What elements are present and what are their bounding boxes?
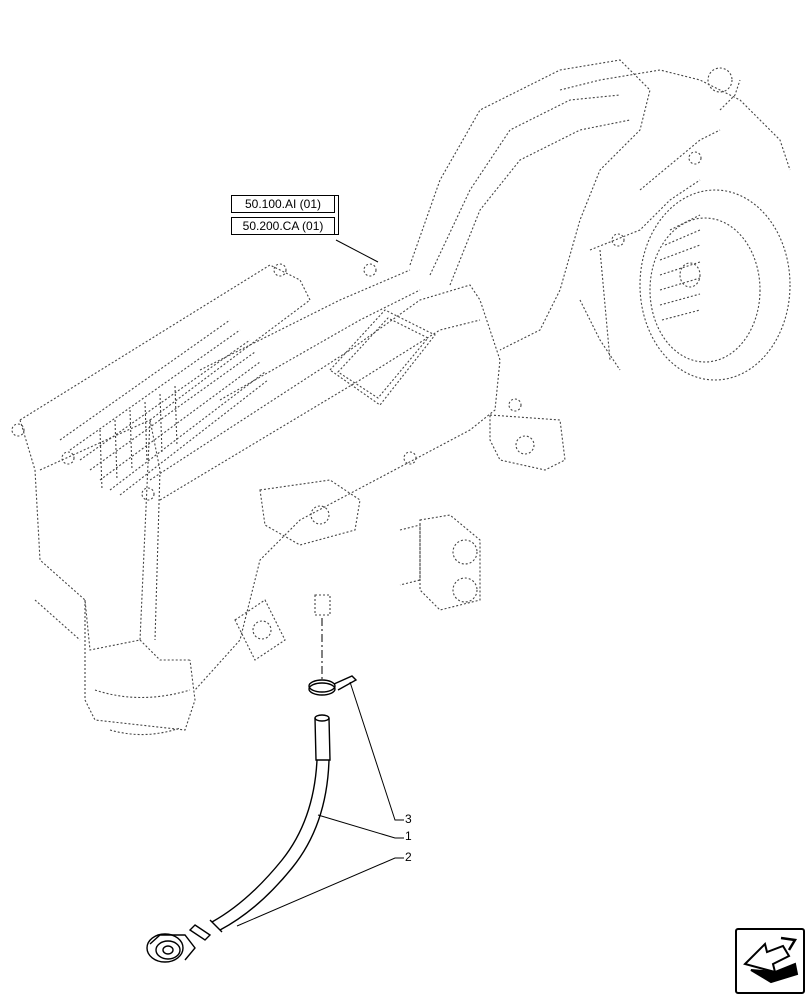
hose-clip-item-3 (308, 675, 358, 696)
page-navigation-button[interactable] (735, 928, 805, 994)
drain-hose-item-1 (188, 714, 331, 941)
page-navigation-arrow-icon (743, 936, 799, 984)
reference-link-50-200-ca[interactable]: 50.200.CA (01) (231, 217, 335, 235)
callout-leaders (236, 239, 404, 927)
drain-grommet-item-2 (146, 933, 196, 963)
callout-item-3: 3 (405, 812, 412, 826)
callout-item-1: 1 (405, 829, 412, 843)
hvac-housing-ghost (11, 59, 791, 736)
reference-bracket (334, 195, 339, 235)
callout-item-2: 2 (405, 850, 412, 864)
reference-link-50-100-ai[interactable]: 50.100.AI (01) (231, 195, 335, 213)
